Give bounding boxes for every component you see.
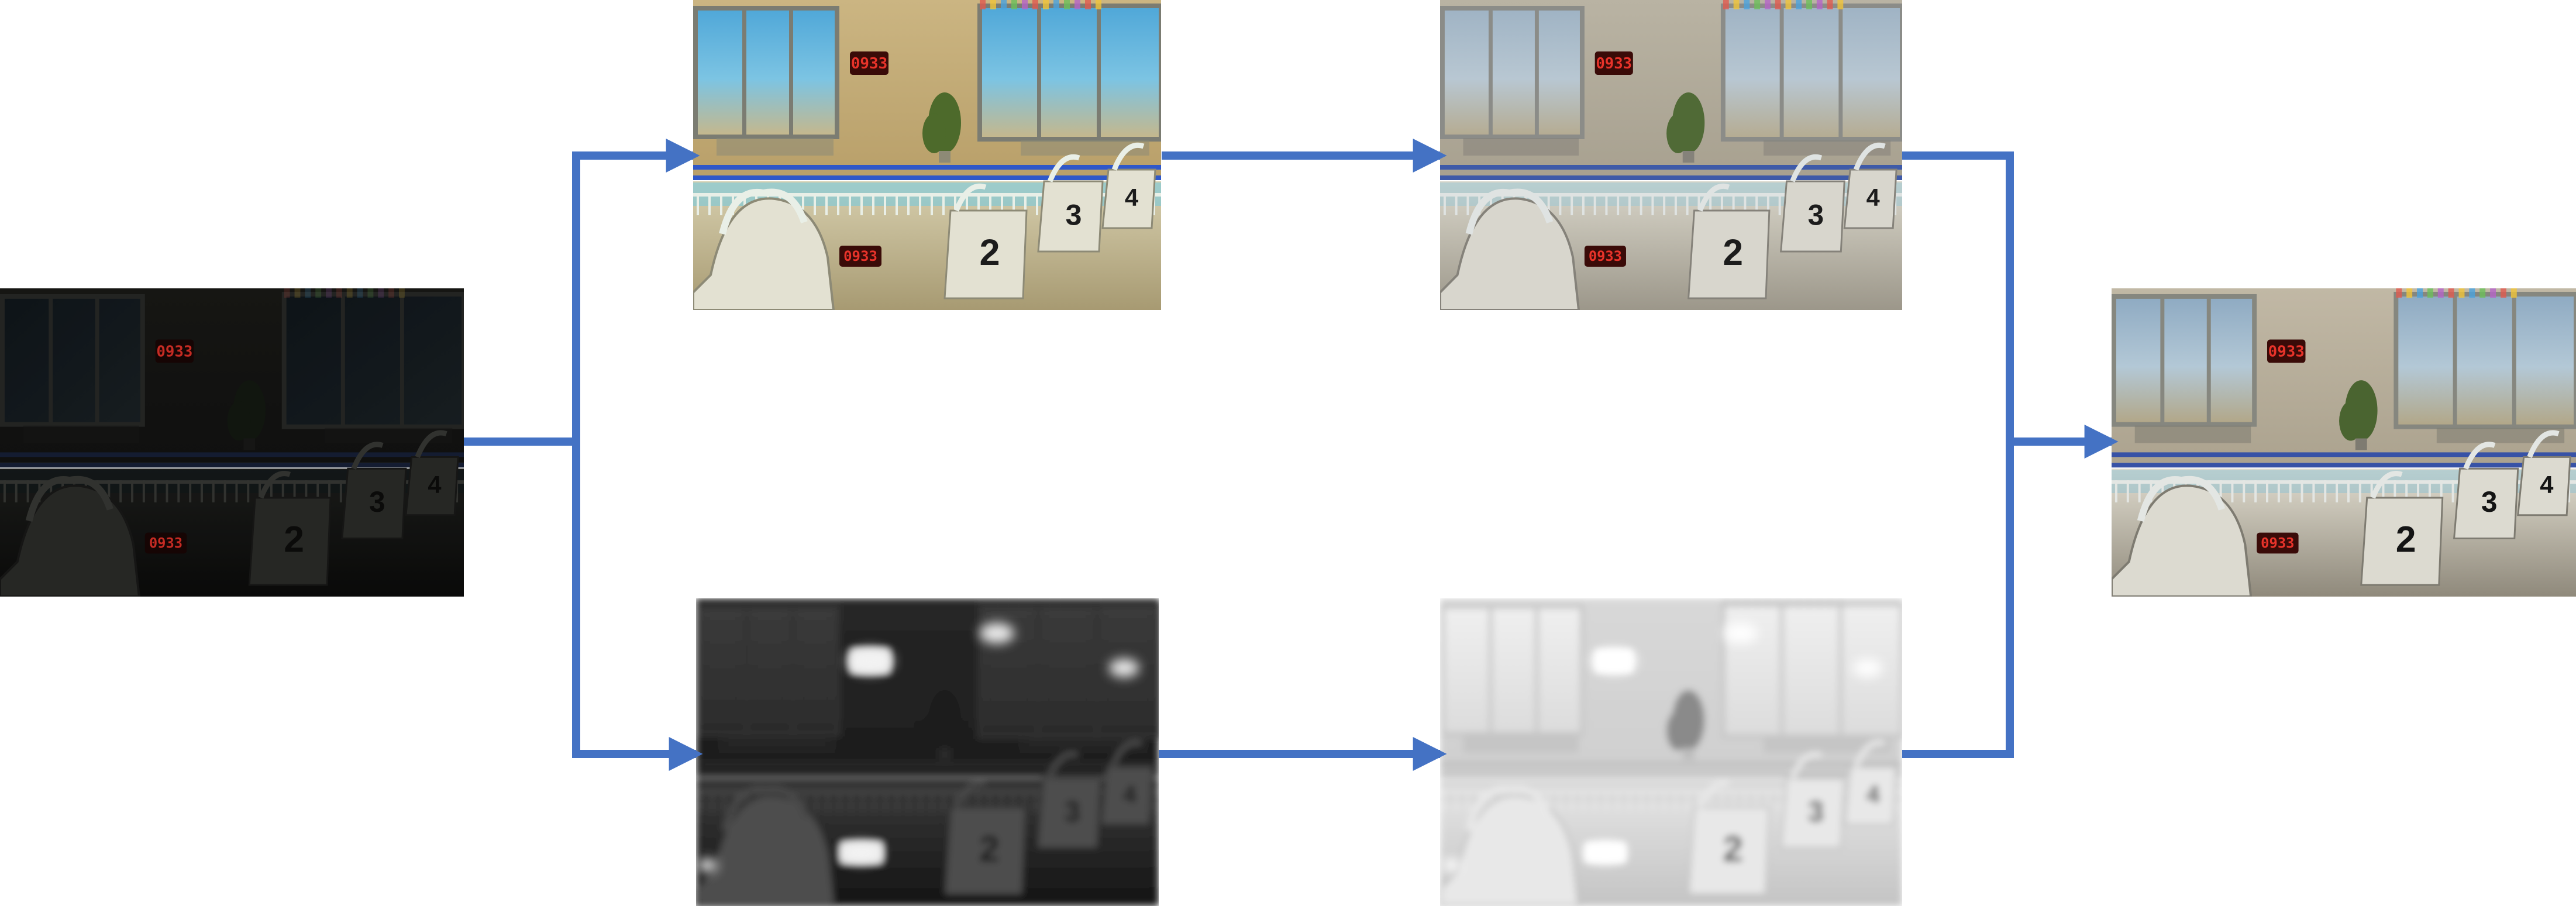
lower-clock-text: 0933 — [149, 535, 182, 551]
lane-number: 3 — [1808, 198, 1824, 231]
lower-clock-text: 0933 — [1589, 248, 1622, 264]
starting-blocks: 2 3 4 — [696, 740, 1154, 906]
wall-clock: 0933 — [155, 339, 194, 363]
left-window — [2112, 294, 2257, 427]
lane-ropes — [0, 452, 464, 468]
lane-ropes — [696, 762, 1159, 777]
left-window — [1440, 6, 1585, 139]
right-window — [2394, 291, 2576, 429]
starting-blocks: 2 3 4 — [2112, 430, 2571, 597]
lane-number: 3 — [1066, 198, 1082, 231]
potted-plant — [227, 380, 266, 450]
lane-number: 2 — [1723, 829, 1743, 869]
starting-block: 2 — [2360, 471, 2444, 586]
lane-number: 4 — [1123, 780, 1137, 808]
starting-block: 3 — [1036, 752, 1102, 849]
final-enhanced-output: 0933 2 3 4 0933 — [2112, 288, 2576, 597]
right-window — [281, 291, 464, 429]
lane-number: 3 — [2481, 485, 2498, 518]
starting-block: 2 — [1688, 184, 1771, 299]
left-window — [0, 294, 145, 427]
color-enhanced-image: 0933 2 3 4 0933 — [693, 0, 1161, 310]
lane-number: 3 — [1808, 795, 1824, 828]
lane-number: 3 — [1064, 795, 1080, 828]
starting-block: 4 — [1100, 740, 1154, 826]
starting-block: 3 — [2453, 442, 2519, 540]
wall-clock-text: 0933 — [156, 343, 192, 360]
starting-blocks: 2 3 4 — [693, 143, 1156, 310]
potted-plant — [1666, 92, 1705, 163]
lane-ropes — [1440, 165, 1902, 180]
refined-illumination-map: 2 3 4 — [1440, 598, 1903, 906]
wall-clock-text: 0933 — [2268, 343, 2305, 360]
starting-block: 3 — [341, 442, 407, 540]
wall-clock-text: 0933 — [851, 55, 888, 73]
lane-number: 4 — [1866, 780, 1880, 808]
bunting-flags — [1723, 598, 1844, 608]
lower-clock-text: 0933 — [2261, 535, 2294, 551]
wall-clock: 0933 — [850, 51, 888, 75]
starting-block: 2 — [943, 184, 1028, 299]
left-window — [696, 604, 841, 737]
lower-clock: 0933 — [144, 532, 187, 554]
starting-block: 4 — [1843, 143, 1897, 229]
light-glow — [1442, 622, 1883, 873]
wall-clock: 0933 — [1594, 51, 1633, 75]
bunting-flags — [1723, 0, 1844, 9]
starting-block: 4 — [1101, 143, 1156, 229]
starting-blocks: 2 3 4 — [0, 430, 459, 597]
lower-clock: 0933 — [839, 246, 881, 267]
bunting-flags — [284, 288, 405, 298]
lane-number: 2 — [979, 829, 1000, 869]
starting-block: 3 — [1780, 752, 1845, 849]
starting-block: 2 — [943, 780, 1027, 895]
starting-blocks: 2 3 4 — [1440, 143, 1897, 310]
lane-number: 4 — [1866, 184, 1880, 211]
lower-clock: 0933 — [2257, 532, 2299, 554]
bunting-flags — [980, 0, 1101, 9]
pipeline-arrows — [464, 139, 2119, 771]
connector-merge-bottom — [1902, 438, 2014, 758]
lane-ropes — [1440, 762, 1902, 777]
lane-number: 2 — [1723, 232, 1743, 273]
lower-clock: 0933 — [1584, 246, 1626, 267]
lane-number: 2 — [284, 519, 304, 560]
starting-block: 4 — [2517, 430, 2571, 516]
starting-blocks: 2 3 4 — [1440, 740, 1897, 906]
lane-number: 4 — [1125, 184, 1139, 211]
lane-ropes — [693, 165, 1161, 180]
starting-block: 2 — [248, 471, 332, 586]
lane-number: 4 — [2540, 471, 2553, 498]
potted-plant — [922, 92, 961, 163]
lane-ropes — [2112, 452, 2576, 468]
color-refined-image: 0933 2 3 4 0933 — [1440, 0, 1903, 310]
left-window — [693, 6, 839, 139]
right-window — [1720, 4, 1903, 142]
potted-plant — [2339, 380, 2378, 450]
right-window — [977, 4, 1161, 142]
left-window — [1440, 604, 1585, 737]
lane-number: 3 — [369, 485, 385, 518]
starting-block: 3 — [1037, 154, 1104, 253]
grayscale-illumination-map: 2 3 4 — [696, 598, 1159, 906]
light-glow — [698, 622, 1139, 873]
connector-merge-top — [1902, 151, 2014, 446]
wall-clock: 0933 — [2267, 339, 2306, 363]
lane-number: 4 — [428, 471, 441, 498]
potted-plant — [922, 690, 961, 760]
input-low-light-image: 0933 2 3 4 0933 — [0, 288, 464, 597]
starting-block: 2 — [1688, 780, 1771, 895]
potted-plant — [1666, 690, 1705, 760]
lane-number: 2 — [2396, 519, 2416, 560]
starting-block: 3 — [1780, 154, 1845, 253]
wall-clock-text: 0933 — [1596, 55, 1632, 73]
starting-block: 4 — [405, 430, 459, 516]
bunting-flags — [2396, 288, 2517, 298]
starting-block: 4 — [1843, 740, 1897, 826]
lower-clock-text: 0933 — [843, 248, 877, 264]
bunting-flags — [979, 598, 1100, 608]
lane-number: 2 — [979, 232, 1000, 273]
